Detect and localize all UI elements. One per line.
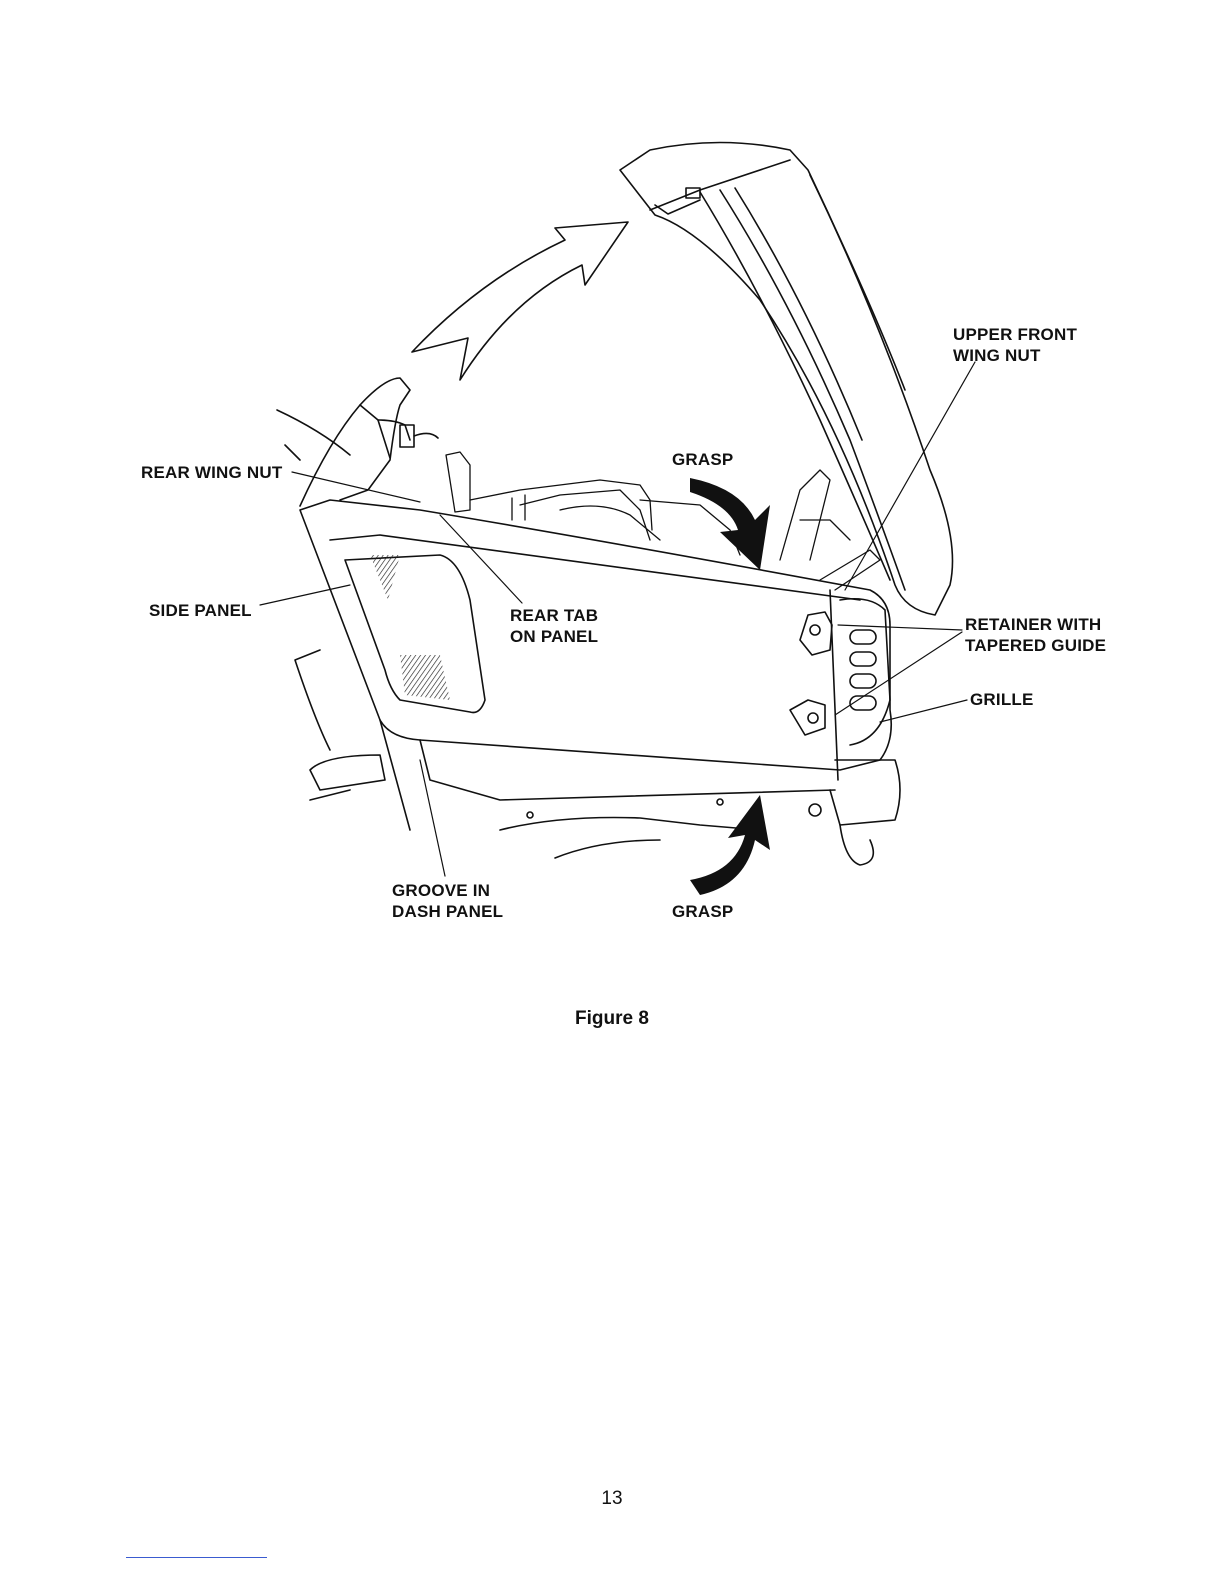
grasp-arrow-top-icon (690, 478, 770, 570)
rear-wing-nut-label: REAR WING NUT (141, 462, 282, 483)
raised-hood (620, 143, 953, 616)
side-panel-label: SIDE PANEL (149, 600, 252, 621)
grille-label: GRILLE (970, 689, 1034, 710)
lift-direction-arrow-icon (412, 222, 628, 380)
figure-caption: Figure 8 (0, 1008, 1224, 1030)
bottom-rule (126, 1557, 267, 1558)
grille-shape (790, 599, 890, 745)
hood-removal-illustration (0, 0, 1224, 1000)
grasp-bottom-label: GRASP (672, 901, 733, 922)
rear-tab-label: REAR TAB ON PANEL (510, 605, 598, 647)
engine-compartment (446, 452, 880, 590)
grasp-top-label: GRASP (672, 449, 733, 470)
page-number: 13 (0, 1488, 1224, 1510)
retainer-label: RETAINER WITH TAPERED GUIDE (965, 614, 1106, 656)
groove-label: GROOVE IN DASH PANEL (392, 880, 503, 922)
front-base (310, 755, 900, 865)
upper-front-wing-nut-label: UPPER FRONT WING NUT (953, 324, 1077, 366)
grasp-arrow-bottom-icon (690, 795, 770, 895)
